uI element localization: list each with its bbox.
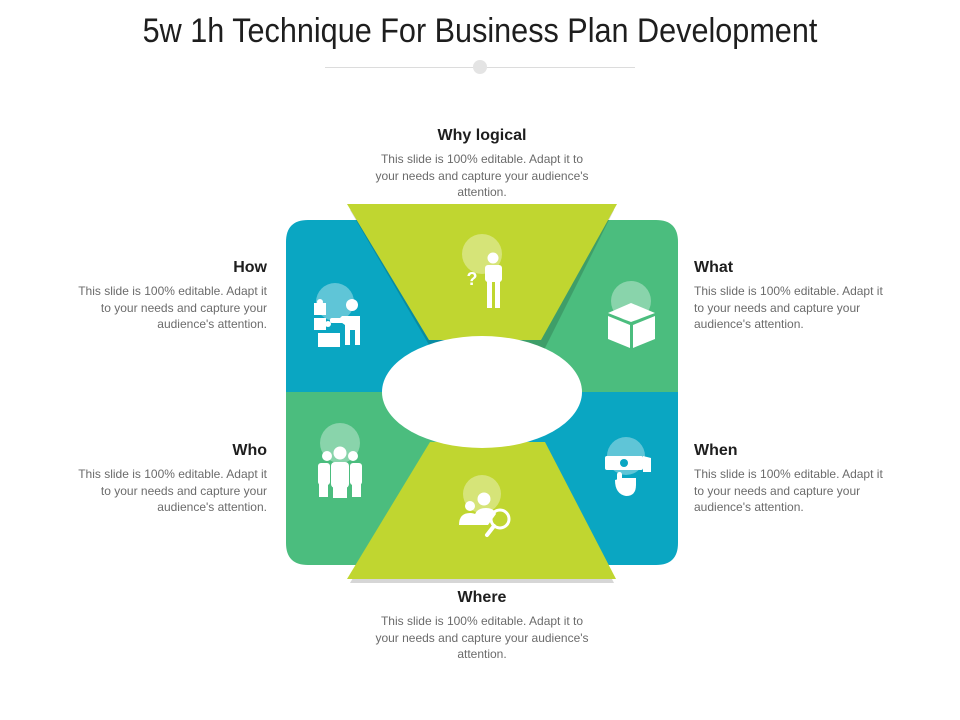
puzzle-person-icon [314,283,360,347]
title-divider-dot [473,60,487,74]
how-heading: How [233,259,267,276]
question-person-icon: ? [462,234,502,308]
who-body: This slide is 100% editable. Adapt it to… [78,467,267,514]
where-body: This slide is 100% editable. Adapt it to… [375,614,589,661]
svg-text:?: ? [467,269,478,289]
where-heading: Where [457,589,507,606]
what-block: What This slide is 100% editable. Adapt … [694,259,884,333]
group-icon [318,423,362,498]
who-heading: Who [232,442,267,459]
slide-title: 5w 1h Technique For Business Plan Develo… [142,12,818,50]
what-heading: What [694,259,734,276]
when-heading: When [694,442,738,459]
how-block: How This slide is 100% editable. Adapt i… [78,259,267,333]
people-search-icon [459,475,511,537]
why-heading: Why logical [437,127,527,144]
hand-money-icon [605,437,651,496]
when-block: When This slide is 100% editable. Adapt … [694,442,884,516]
how-body: This slide is 100% editable. Adapt it to… [78,284,267,331]
why-body: This slide is 100% editable. Adapt it to… [375,152,589,199]
what-body: This slide is 100% editable. Adapt it to… [694,284,883,331]
why-block: Why logical This slide is 100% editable.… [372,127,592,201]
box-icon [608,281,655,348]
who-block: Who This slide is 100% editable. Adapt i… [78,442,267,516]
where-block: Where This slide is 100% editable. Adapt… [372,589,592,663]
why-segment [347,204,617,340]
when-body: This slide is 100% editable. Adapt it to… [694,467,883,514]
